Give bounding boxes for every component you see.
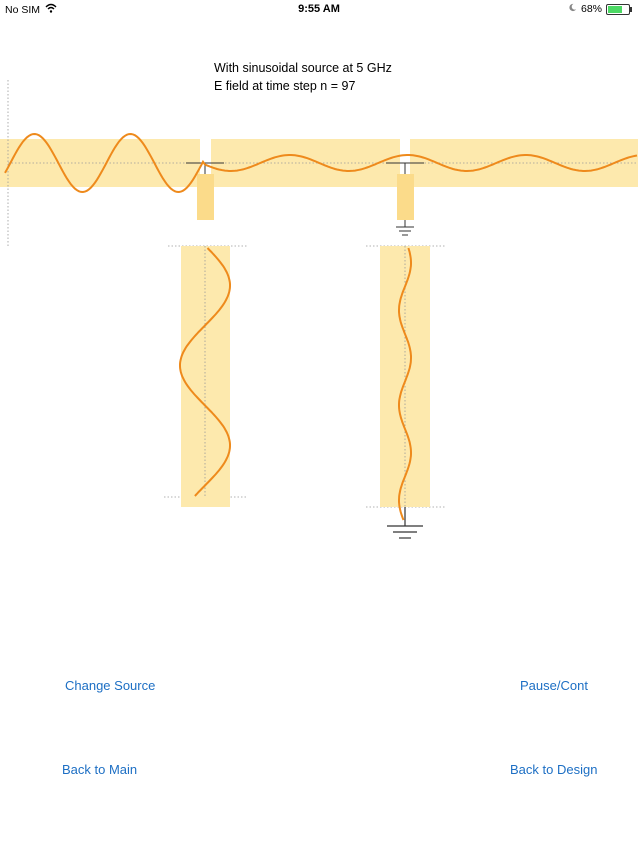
- junction1-stub: [197, 174, 214, 220]
- status-bar: No SIM 9:55 AM 68%: [0, 0, 638, 20]
- efield-wave-main: [4, 132, 638, 194]
- battery-percent: 68%: [580, 3, 602, 15]
- efield-wave-stub1: [179, 247, 231, 497]
- ground-icon: [387, 507, 423, 539]
- caption-source: With sinusoidal source at 5 GHz: [214, 61, 392, 75]
- ground-icon: [396, 220, 414, 236]
- back-to-design-button[interactable]: Back to Design: [510, 762, 598, 777]
- status-time: 9:55 AM: [298, 3, 340, 15]
- stub1-trace: [181, 246, 230, 507]
- back-to-main-button[interactable]: Back to Main: [62, 762, 138, 777]
- wifi-icon: [45, 3, 57, 16]
- carrier-label: No SIM: [5, 4, 41, 16]
- junction2-stub: [397, 174, 414, 220]
- caption-timestep: E field at time step n = 97: [214, 79, 356, 93]
- pause-cont-button[interactable]: Pause/Cont: [520, 678, 588, 693]
- moon-icon: [568, 3, 577, 15]
- battery-icon: [606, 3, 632, 15]
- status-right: 68%: [568, 3, 632, 15]
- change-source-button[interactable]: Change Source: [65, 678, 156, 693]
- efield-wave-stub2: [398, 247, 412, 521]
